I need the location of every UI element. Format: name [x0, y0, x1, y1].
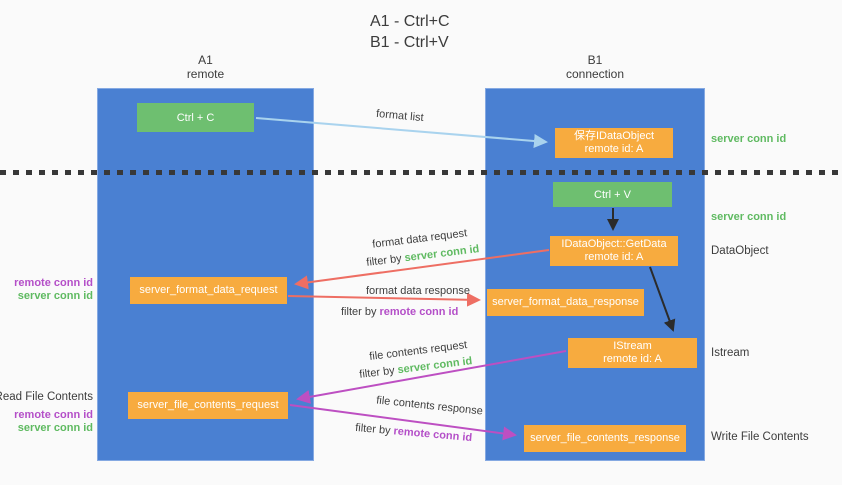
istream-line2: remote id: A	[603, 353, 662, 365]
filter-prefix: filter by	[365, 252, 403, 269]
format-response-node: server_format_data_response	[487, 289, 644, 316]
filter-prefix: filter by	[354, 421, 392, 437]
file-request-label: server_file_contents_request	[137, 399, 279, 411]
dataobject-annotation: DataObject	[711, 245, 769, 257]
istream-line1: IStream	[613, 340, 652, 352]
file-contents-response-label: file contents response	[375, 394, 484, 418]
file-response-label: server_file_contents_response	[530, 432, 680, 444]
getdata-line1: IDataObject::GetData	[561, 238, 667, 250]
file-request-node: server_file_contents_request	[128, 392, 288, 419]
file-response-node: server_file_contents_response	[524, 425, 686, 452]
format-list-arrow-label: format list	[375, 107, 425, 125]
remote-conn-id-key: remote conn id	[393, 425, 473, 445]
ctrl-v-label: Ctrl + V	[594, 188, 631, 201]
format-request-node: server_format_data_request	[130, 277, 287, 304]
ctrl-c-label: Ctrl + C	[176, 111, 215, 124]
remote-conn-id-label: remote conn id	[14, 409, 93, 421]
conn-id-annotation-left-top: remote conn id server conn id	[14, 277, 93, 303]
server-conn-id-annotation-mid: server conn id	[711, 211, 787, 223]
server-conn-id-label: server conn id	[17, 422, 93, 434]
ctrl-c-node: Ctrl + C	[137, 103, 254, 132]
save-dataobject-line1: 保存IDataObject	[573, 130, 655, 142]
conn-id-annotation-left-bottom: remote conn id server conn id	[14, 409, 93, 435]
server-conn-id-key: server conn id	[403, 243, 480, 265]
getdata-node: IDataObject::GetData remote id: A	[550, 236, 678, 266]
getdata-line2: remote id: A	[584, 251, 644, 263]
format-data-response-label: format data response	[366, 285, 470, 297]
save-dataobject-node: 保存IDataObject remote id: A	[555, 128, 673, 158]
filter-prefix: filter by	[358, 364, 396, 381]
format-response-label: server_format_data_response	[492, 296, 639, 308]
diagram-title: A1 - Ctrl+C B1 - Ctrl+V	[370, 11, 450, 53]
istream-node: IStream remote id: A	[568, 338, 697, 368]
istream-annotation: Istream	[711, 347, 750, 359]
lane-b1-name: B1	[587, 53, 603, 67]
lane-header-a1: A1 remote	[97, 53, 314, 81]
lane-b1-role: connection	[565, 67, 625, 81]
lane-a1-role: remote	[186, 67, 225, 81]
read-file-contents-annotation: Read File Contents	[0, 391, 93, 403]
write-file-contents-annotation: Write File Contents	[711, 431, 809, 443]
session-divider	[0, 170, 842, 175]
remote-conn-id-label: remote conn id	[14, 277, 93, 289]
title-line-2: B1 - Ctrl+V	[370, 34, 449, 51]
server-conn-id-label: server conn id	[17, 290, 93, 302]
filter-prefix: filter by	[341, 306, 377, 318]
ctrl-v-node: Ctrl + V	[553, 182, 672, 207]
server-conn-id-annotation-top: server conn id	[711, 133, 787, 145]
lane-a1-name: A1	[198, 53, 213, 67]
save-dataobject-line2: remote id: A	[584, 143, 644, 155]
lane-header-b1: B1 connection	[485, 53, 705, 81]
remote-conn-id-key: remote conn id	[379, 306, 459, 318]
title-line-1: A1 - Ctrl+C	[370, 13, 450, 30]
format-request-label: server_format_data_request	[139, 284, 278, 296]
